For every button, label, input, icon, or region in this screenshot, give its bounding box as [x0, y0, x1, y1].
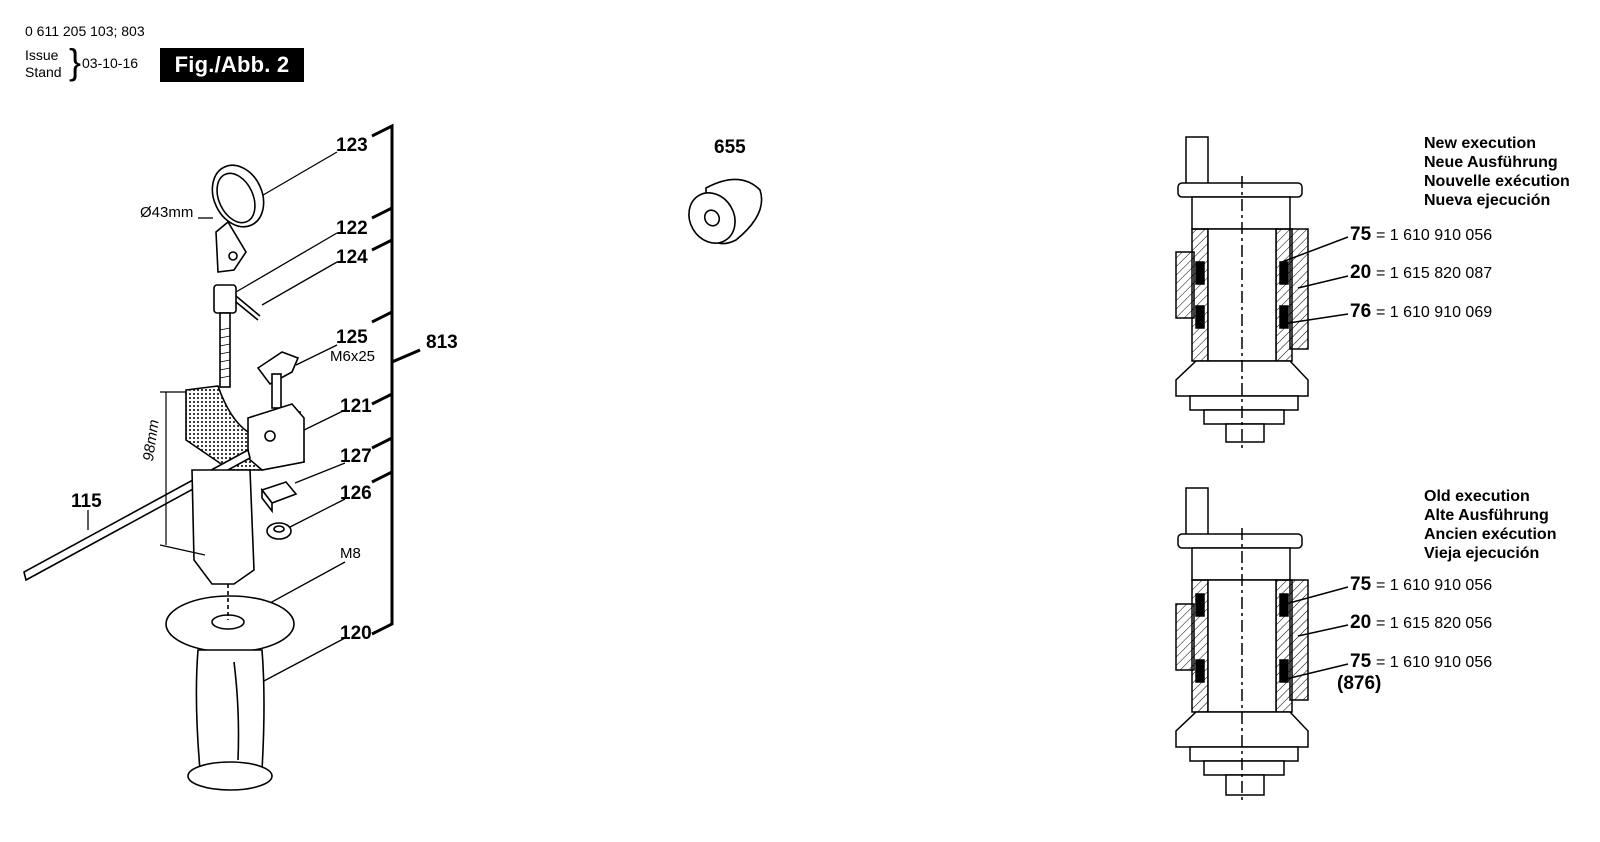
square-nut-127 [260, 481, 298, 514]
callout-126: 126 [340, 483, 372, 504]
diameter-label: Ø43mm [140, 204, 194, 221]
old-execution-section [1175, 487, 1349, 800]
title-en: Old execution [1424, 488, 1530, 505]
new-part-pn-1: = 1 610 910 056 [1376, 227, 1493, 244]
new-part-pn-3: = 1 610 910 069 [1376, 304, 1493, 321]
title-fr: Nouvelle exécution [1424, 173, 1570, 190]
hex-nut-126 [266, 522, 292, 540]
title-fr: Ancien exécution [1424, 526, 1557, 543]
new-part-num-2: 20 [1350, 262, 1372, 283]
old-execution-titles: Old execution Alte Ausführung Ancien exé… [1424, 487, 1556, 563]
old-part-num-3: 75 [1350, 651, 1372, 672]
bushing-655 [688, 178, 763, 245]
handle-body [191, 469, 255, 585]
clamp-band-123 [211, 164, 265, 273]
bolt-122-124 [213, 284, 261, 388]
callout-123: 123 [336, 135, 368, 156]
old-part-pn-3: = 1 610 910 056 [1376, 654, 1493, 671]
callout-124: 124 [336, 247, 368, 268]
issue-label: Issue [25, 47, 59, 63]
holder-121 [185, 385, 305, 471]
callout-125: 125 [336, 327, 368, 348]
title-es: Nueva ejecución [1424, 192, 1551, 209]
callout-125-spec: M6x25 [330, 348, 376, 365]
wing-screw-125 [256, 351, 300, 409]
callout-122: 122 [336, 218, 368, 239]
issue-date: 03-10-16 [82, 55, 139, 71]
side-handle-120 [165, 584, 295, 791]
new-part-num-1: 75 [1350, 224, 1372, 245]
stand-label: Stand [25, 64, 62, 80]
old-part-num-2: 20 [1350, 612, 1372, 633]
new-execution-titles: New execution Neue Ausführung Nouvelle e… [1424, 134, 1570, 210]
new-part-pn-2: = 1 615 820 087 [1376, 265, 1493, 282]
old-part-extra: (876) [1337, 673, 1382, 694]
title-es: Vieja ejecución [1424, 545, 1540, 562]
title-de: Neue Ausführung [1424, 154, 1558, 171]
depth-dimension [159, 391, 206, 556]
old-part-pn-2: = 1 615 820 056 [1376, 615, 1493, 632]
old-part-pn-1: = 1 610 910 056 [1376, 577, 1493, 594]
callout-813: 813 [426, 332, 458, 353]
part-numbers: 0 611 205 103; 803 [25, 23, 145, 39]
brace-icon: } [69, 41, 82, 82]
new-execution-section [1175, 136, 1349, 448]
callout-121: 121 [340, 396, 372, 417]
title-en: New execution [1424, 135, 1537, 152]
new-part-num-3: 76 [1350, 301, 1372, 322]
callout-127: 127 [340, 446, 372, 467]
callout-655: 655 [714, 137, 746, 158]
title-de: Alte Ausführung [1424, 507, 1549, 524]
assembly-bracket-813 [371, 123, 421, 636]
figure-label: Fig./Abb. 2 [160, 48, 304, 82]
callout-115: 115 [71, 491, 102, 512]
thread-label-m8: M8 [340, 545, 361, 562]
callout-120: 120 [340, 623, 372, 644]
old-part-num-1: 75 [1350, 574, 1372, 595]
